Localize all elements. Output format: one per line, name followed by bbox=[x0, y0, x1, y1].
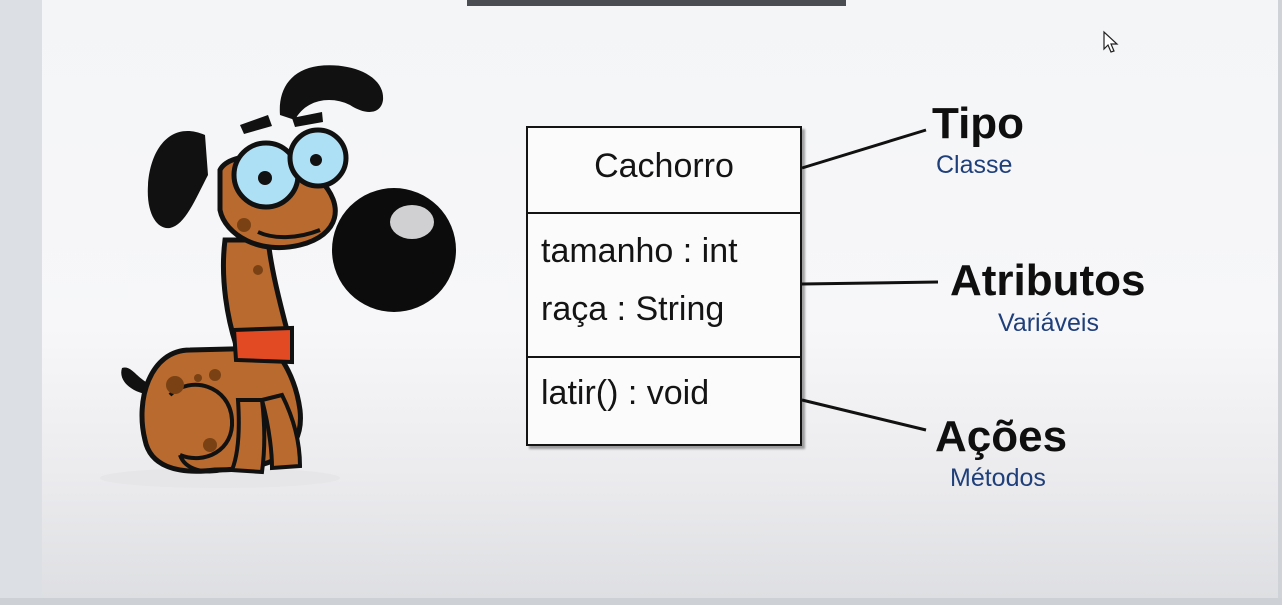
uml-attribute: raça : String bbox=[541, 290, 725, 328]
label-tipo: Tipo bbox=[932, 99, 1025, 148]
connector-acoes bbox=[801, 398, 927, 432]
label-variaveis: Variáveis bbox=[998, 309, 1099, 337]
window-bottom-edge bbox=[0, 598, 1282, 605]
dog-illustration bbox=[100, 65, 456, 488]
uml-attribute: tamanho : int bbox=[541, 232, 738, 270]
top-progress-bar bbox=[467, 0, 846, 6]
label-classe: Classe bbox=[936, 151, 1013, 179]
uml-attributes-section: tamanho : int raça : String bbox=[528, 214, 800, 358]
uml-class-name-section: Cachorro bbox=[528, 128, 800, 214]
window-right-edge bbox=[1278, 0, 1282, 605]
label-atributos: Atributos bbox=[950, 256, 1146, 305]
uml-method: latir() : void bbox=[541, 374, 710, 412]
uml-class-name: Cachorro bbox=[594, 147, 734, 185]
mouse-cursor-icon bbox=[1103, 30, 1119, 53]
uml-methods-section: latir() : void bbox=[528, 358, 800, 444]
connector-atributos bbox=[801, 280, 939, 286]
label-metodos: Métodos bbox=[950, 464, 1046, 492]
uml-class-box: Cachorro tamanho : int raça : String lat… bbox=[526, 126, 802, 446]
label-acoes: Ações bbox=[935, 412, 1068, 461]
connector-tipo bbox=[801, 128, 927, 170]
